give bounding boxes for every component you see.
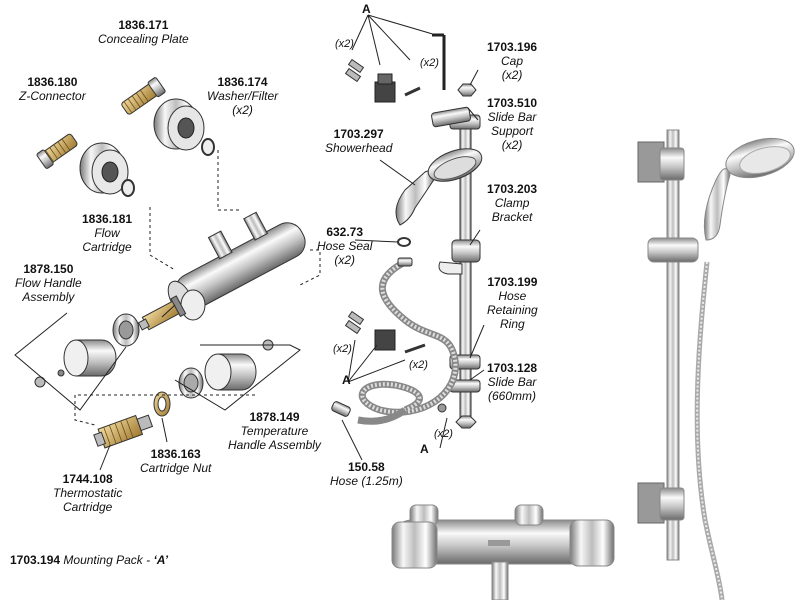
label-thermostatic-cartridge: 1744.108 Thermostatic Cartridge	[53, 472, 122, 514]
leader-lines-mid	[341, 14, 485, 461]
part-number: 1836.163	[150, 447, 201, 461]
hose-seal-icon	[397, 237, 411, 247]
part-name-line-2: Cartridge	[82, 240, 132, 254]
part-name-line-2: Assembly	[22, 290, 75, 304]
assembled-valve-photo	[391, 504, 615, 600]
washer-filter-icon	[121, 138, 215, 197]
label-cartridge-nut: 1836.163 Cartridge Nut	[140, 447, 211, 475]
qty-marker: (x2)	[420, 57, 439, 69]
part-qty: (x2)	[501, 68, 523, 82]
flow-cartridge-icon	[137, 295, 187, 331]
part-name: Cap	[501, 54, 524, 68]
part-name: Concealing Plate	[98, 32, 189, 46]
part-number: 1703.297	[333, 127, 384, 141]
label-slide-bar: 1703.128 Slide Bar (660mm)	[487, 361, 537, 403]
marker-a-low: A	[420, 442, 429, 456]
cartridge-nut-icon	[153, 391, 171, 417]
part-name-line-2: Handle Assembly	[228, 438, 321, 452]
part-name: Z-Connector	[19, 89, 86, 103]
part-name-line-1: Clamp	[494, 196, 530, 210]
part-number: 150.58	[348, 460, 385, 474]
part-number: 632.73	[326, 225, 364, 239]
part-name-line-1: Flow Handle	[15, 276, 82, 290]
label-flow-cartridge: 1836.181 Flow Cartridge	[82, 212, 132, 254]
label-cap: 1703.196 Cap (x2)	[487, 40, 537, 82]
label-hose: 150.58 Hose (1.25m)	[330, 460, 403, 488]
part-number: 1703.199	[487, 275, 538, 289]
part-name-line-1: Thermostatic	[53, 486, 123, 500]
part-number: 1744.108	[62, 472, 113, 486]
footnote-part-number: 1703.194	[10, 553, 61, 567]
part-number: 1703.196	[487, 40, 538, 54]
part-number: 1878.150	[23, 262, 74, 276]
part-name: Cartridge Nut	[140, 461, 212, 475]
part-name: Showerhead	[325, 141, 393, 155]
label-flow-handle-assembly: 1878.150 Flow Handle Assembly	[15, 262, 82, 304]
part-number: 1836.181	[82, 212, 133, 226]
slide-bar-support-icon	[431, 106, 471, 128]
label-hose-retaining-ring: 1703.199 Hose Retaining Ring	[487, 275, 538, 331]
label-washer-filter: 1836.174 Washer/Filter (x2)	[207, 75, 278, 117]
part-qty: (660mm)	[488, 389, 537, 403]
footnote-code: ‘A’	[153, 553, 169, 567]
label-showerhead: 1703.297 Showerhead	[325, 127, 392, 155]
part-name-line-2: Bracket	[491, 210, 533, 224]
part-name-line-1: Temperature	[240, 424, 309, 438]
z-connector-icon	[36, 77, 166, 169]
part-name-line-1: Flow	[94, 226, 120, 240]
part-name-line-2: Support	[491, 124, 534, 138]
part-number: 1836.180	[27, 75, 78, 89]
part-number: 1703.203	[487, 182, 538, 196]
qty-marker: (x2)	[335, 38, 354, 50]
cap-icon	[457, 83, 477, 97]
part-number: 1878.149	[249, 410, 300, 424]
clamp-bracket-icon	[438, 239, 481, 275]
leader-lines-left	[14, 150, 321, 471]
part-number: 1836.171	[118, 18, 169, 32]
thermostatic-cartridge-icon	[93, 414, 154, 449]
qty-marker: (x2)	[333, 343, 352, 355]
part-qty: (x2)	[334, 253, 356, 267]
part-qty: (x2)	[501, 138, 523, 152]
part-name-line-1: Hose	[498, 289, 527, 303]
part-name: Slide Bar	[487, 375, 537, 389]
part-name: Hose Seal	[317, 239, 373, 253]
part-number: 1703.128	[487, 361, 538, 375]
part-qty: (x2)	[232, 103, 253, 117]
flow-handle-assembly-icon	[34, 313, 140, 388]
concealing-plate-icon	[79, 98, 205, 195]
part-number: 1703.510	[487, 96, 538, 110]
qty-marker: (x2)	[409, 359, 428, 371]
part-name-line-2: Retaining	[487, 303, 538, 317]
showerhead-icon	[395, 148, 483, 226]
label-temperature-handle-assembly: 1878.149 Temperature Handle Assembly	[228, 410, 321, 452]
label-clamp-bracket: 1703.203 Clamp Bracket	[487, 182, 537, 224]
hose-icon	[331, 257, 459, 425]
label-z-connector: 1836.180 Z-Connector	[19, 75, 86, 103]
marker-a-mid: A	[342, 373, 351, 387]
part-number: 1836.174	[217, 75, 268, 89]
marker-a-top: A	[362, 2, 371, 16]
valve-body-icon	[167, 211, 306, 321]
part-name: Washer/Filter	[207, 89, 279, 103]
temperature-handle-assembly-icon	[178, 339, 274, 399]
label-hose-seal: 632.73 Hose Seal (x2)	[317, 225, 372, 267]
part-name-line-3: Ring	[500, 317, 525, 331]
part-name: Hose (1.25m)	[330, 474, 403, 488]
mounting-pack-footnote: 1703.194 Mounting Pack - ‘A’	[10, 553, 168, 567]
mounting-pack-icon	[344, 33, 477, 429]
part-name-line-1: Slide Bar	[487, 110, 537, 124]
label-concealing-plate: 1836.171 Concealing Plate	[98, 18, 189, 46]
label-slide-bar-support: 1703.510 Slide Bar Support (x2)	[487, 96, 537, 152]
qty-marker: (x2)	[434, 428, 453, 440]
footnote-text: Mounting Pack -	[63, 553, 154, 567]
assembled-slide-rail-photo	[637, 129, 795, 600]
part-name-line-2: Cartridge	[63, 500, 113, 514]
